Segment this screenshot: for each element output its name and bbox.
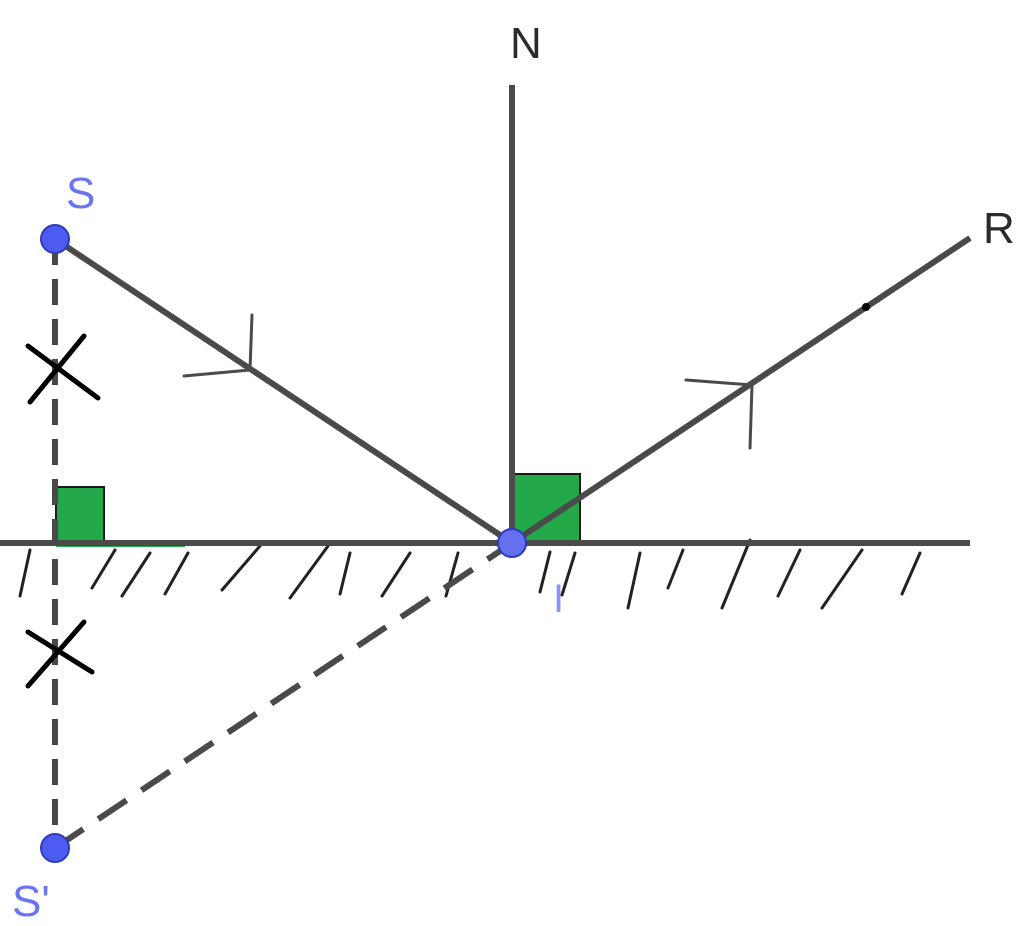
incident-arrow-icon bbox=[182, 313, 254, 378]
right-angle-marker-source bbox=[55, 486, 105, 542]
equal-length-mark-lower bbox=[25, 619, 95, 689]
label-n: N bbox=[510, 19, 542, 68]
reflected-ray bbox=[510, 235, 972, 546]
label-s: S bbox=[66, 169, 95, 218]
label-s-prime: S' bbox=[12, 877, 50, 926]
point-s[interactable] bbox=[40, 224, 70, 254]
image-extension-dashed-line bbox=[53, 540, 514, 851]
label-r: R bbox=[983, 204, 1015, 253]
label-i: I bbox=[553, 577, 564, 621]
reflected-ray-dot bbox=[862, 303, 870, 311]
point-i[interactable] bbox=[497, 528, 527, 558]
mirror-hatching bbox=[18, 538, 922, 610]
incident-ray bbox=[53, 236, 514, 546]
reflected-arrow-icon bbox=[684, 378, 754, 450]
equal-length-mark-upper bbox=[25, 333, 101, 405]
point-s-prime[interactable] bbox=[40, 833, 70, 863]
